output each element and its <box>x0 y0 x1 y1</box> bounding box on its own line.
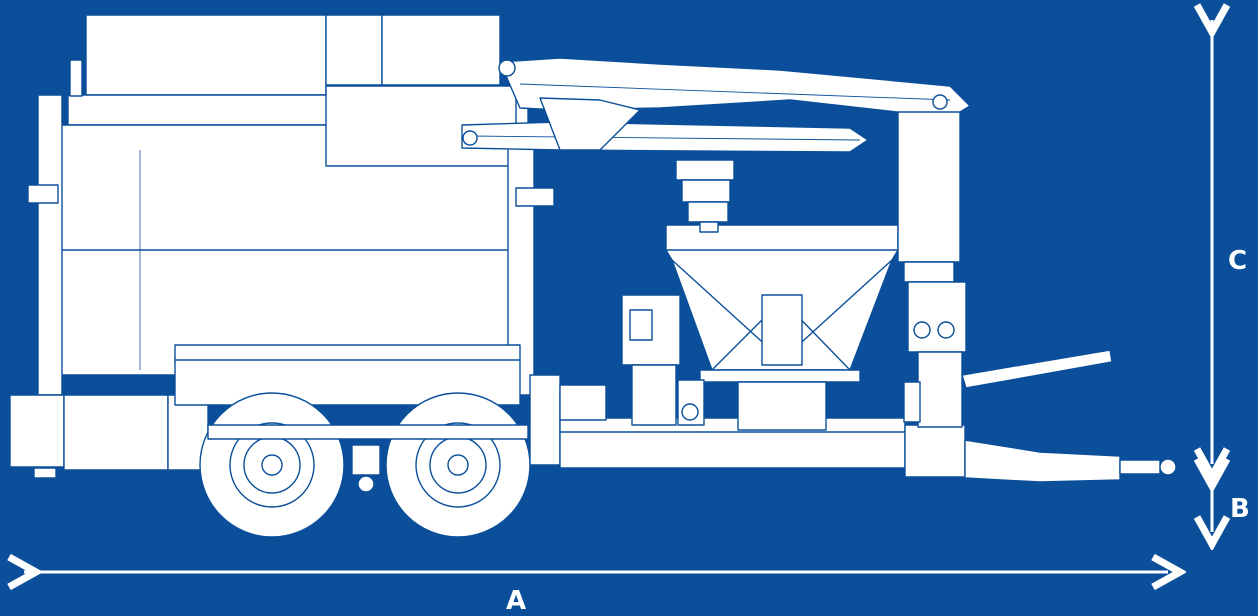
container-body <box>59 85 531 376</box>
crane-rotator <box>675 159 735 233</box>
dimension-label-a: A <box>506 586 527 616</box>
top-storage-box <box>85 14 501 96</box>
dimension-arrows <box>24 20 1212 572</box>
chassis-drawbar <box>559 384 1177 483</box>
dimension-label-b: B <box>1230 494 1250 524</box>
dimension-label-c: C <box>1228 246 1248 276</box>
engine-box <box>621 294 705 426</box>
wheel-rear <box>385 392 531 538</box>
crane-boom <box>461 57 971 153</box>
machine-illustration <box>9 14 1177 538</box>
axle-suspension <box>207 424 529 493</box>
wheel-front <box>199 392 345 538</box>
lower-chassis-skirt <box>9 344 561 479</box>
crane-mast <box>897 111 967 428</box>
chipper-hopper <box>665 224 899 431</box>
outrigger-arm <box>961 349 1113 389</box>
